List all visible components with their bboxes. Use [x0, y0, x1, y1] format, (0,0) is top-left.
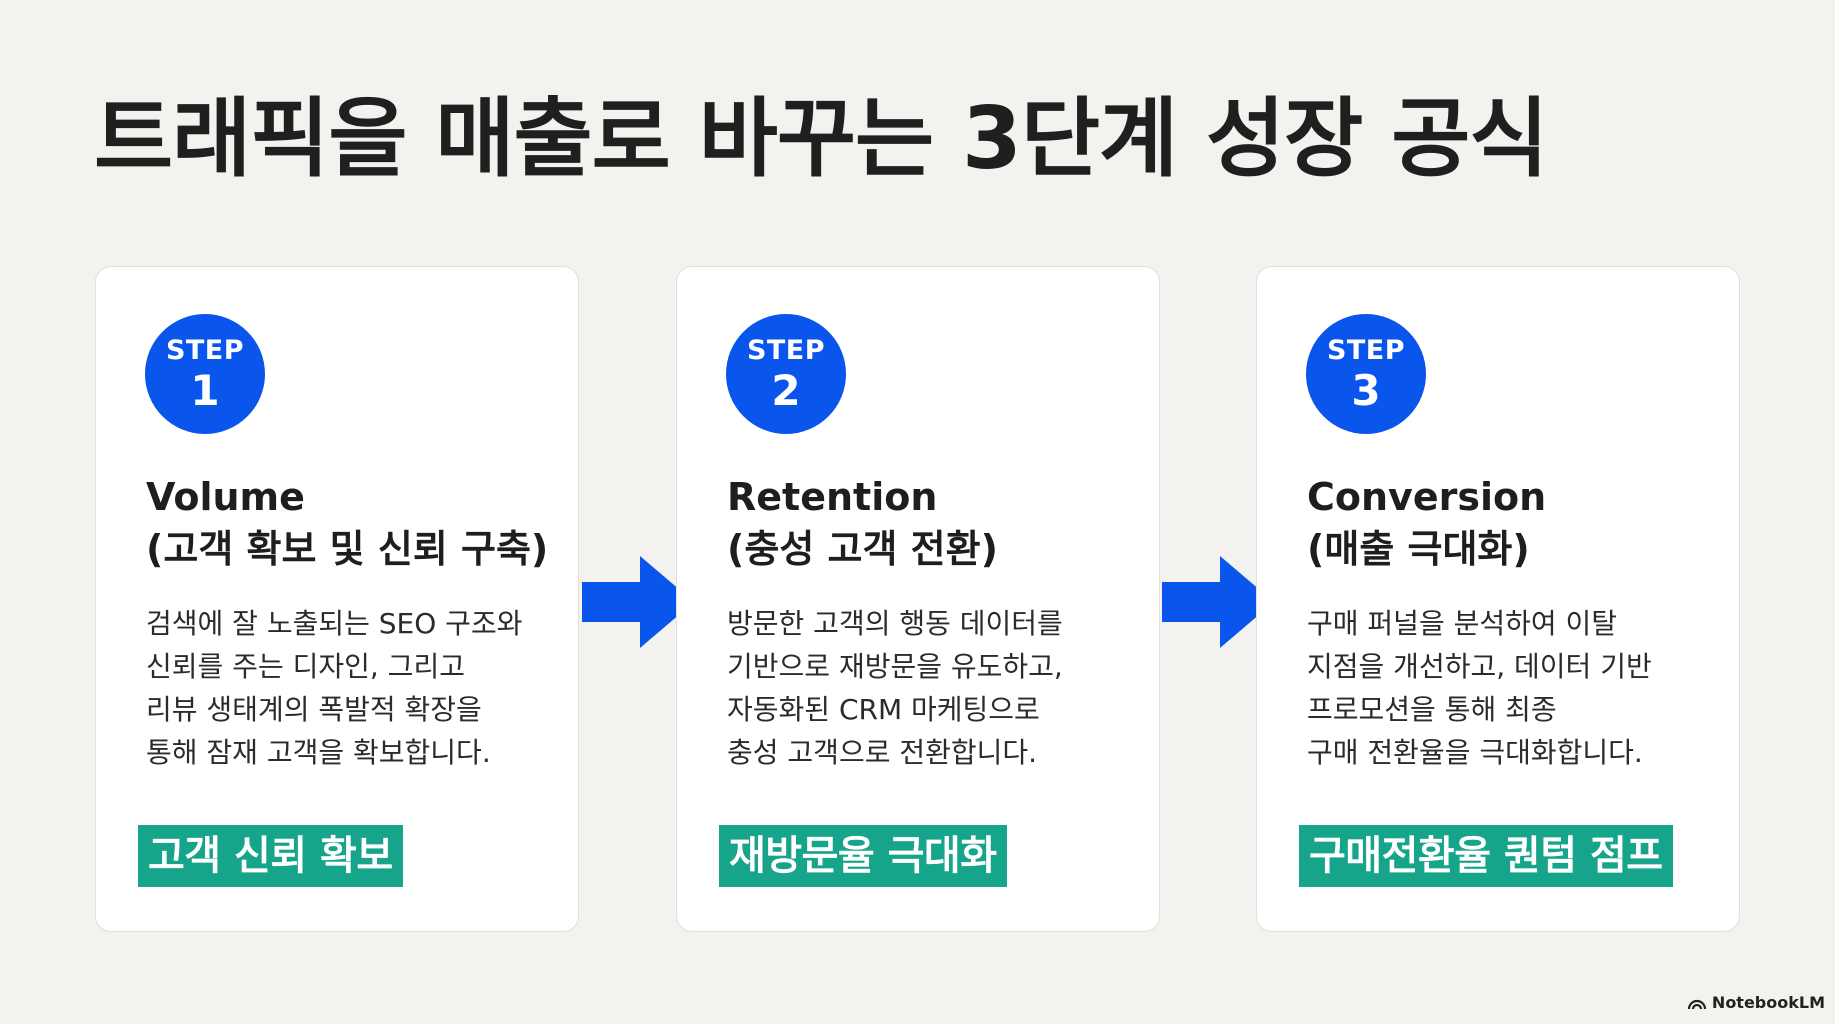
step-subtitle: (고객 확보 및 신뢰 구축): [146, 527, 549, 571]
page-title: 트래픽을 매출로 바꾸는 3단계 성장 공식: [94, 89, 1548, 189]
brand-watermark: NotebookLM: [1687, 993, 1825, 1012]
step-description: 검색에 잘 노출되는 SEO 구조와 신뢰를 주는 디자인, 그리고 리뷰 생태…: [146, 607, 523, 769]
brand-name: NotebookLM: [1711, 993, 1825, 1012]
step-subtitle: (충성 고객 전환): [727, 527, 998, 571]
step-badge-1: STEP 1: [145, 314, 265, 434]
step-number: 2: [771, 365, 801, 415]
step-title-main: Retention: [727, 475, 938, 519]
step-highlight-badge: 고객 신뢰 확보: [138, 825, 403, 887]
step-card-2: STEP 2 Retention (충성 고객 전환) 방문한 고객의 행동 데…: [676, 266, 1160, 932]
step-highlight-badge: 구매전환율 퀀텀 점프: [1299, 825, 1673, 887]
step-title: Retention (충성 고객 전환): [727, 471, 998, 575]
step-subtitle: (매출 극대화): [1307, 527, 1530, 571]
notebooklm-logo-icon: [1687, 999, 1706, 1009]
arrow-right-icon: [582, 556, 694, 648]
step-title: Volume (고객 확보 및 신뢰 구축): [146, 471, 548, 575]
step-card-1: STEP 1 Volume (고객 확보 및 신뢰 구축) 검색에 잘 노출되는…: [95, 266, 579, 932]
step-title-main: Volume: [146, 475, 305, 519]
step-badge-3: STEP 3: [1306, 314, 1426, 434]
step-card-3: STEP 3 Conversion (매출 극대화) 구매 퍼널을 분석하여 이…: [1256, 266, 1740, 932]
step-number: 3: [1351, 365, 1381, 415]
step-number: 1: [190, 365, 220, 415]
step-badge-label: STEP: [746, 334, 826, 366]
step-description: 방문한 고객의 행동 데이터를 기반으로 재방문을 유도하고, 자동화된 CRM…: [727, 607, 1063, 769]
step-highlight-badge: 재방문율 극대화: [719, 825, 1007, 887]
step-badge-label: STEP: [1326, 334, 1406, 366]
step-description: 구매 퍼널을 분석하여 이탈 지점을 개선하고, 데이터 기반 프로모션을 통해…: [1307, 607, 1652, 769]
arrow-right-icon: [1162, 556, 1274, 648]
step-badge-2: STEP 2: [726, 314, 846, 434]
step-title-main: Conversion: [1307, 475, 1547, 519]
step-badge-label: STEP: [165, 334, 245, 366]
step-title: Conversion (매출 극대화): [1307, 471, 1546, 575]
